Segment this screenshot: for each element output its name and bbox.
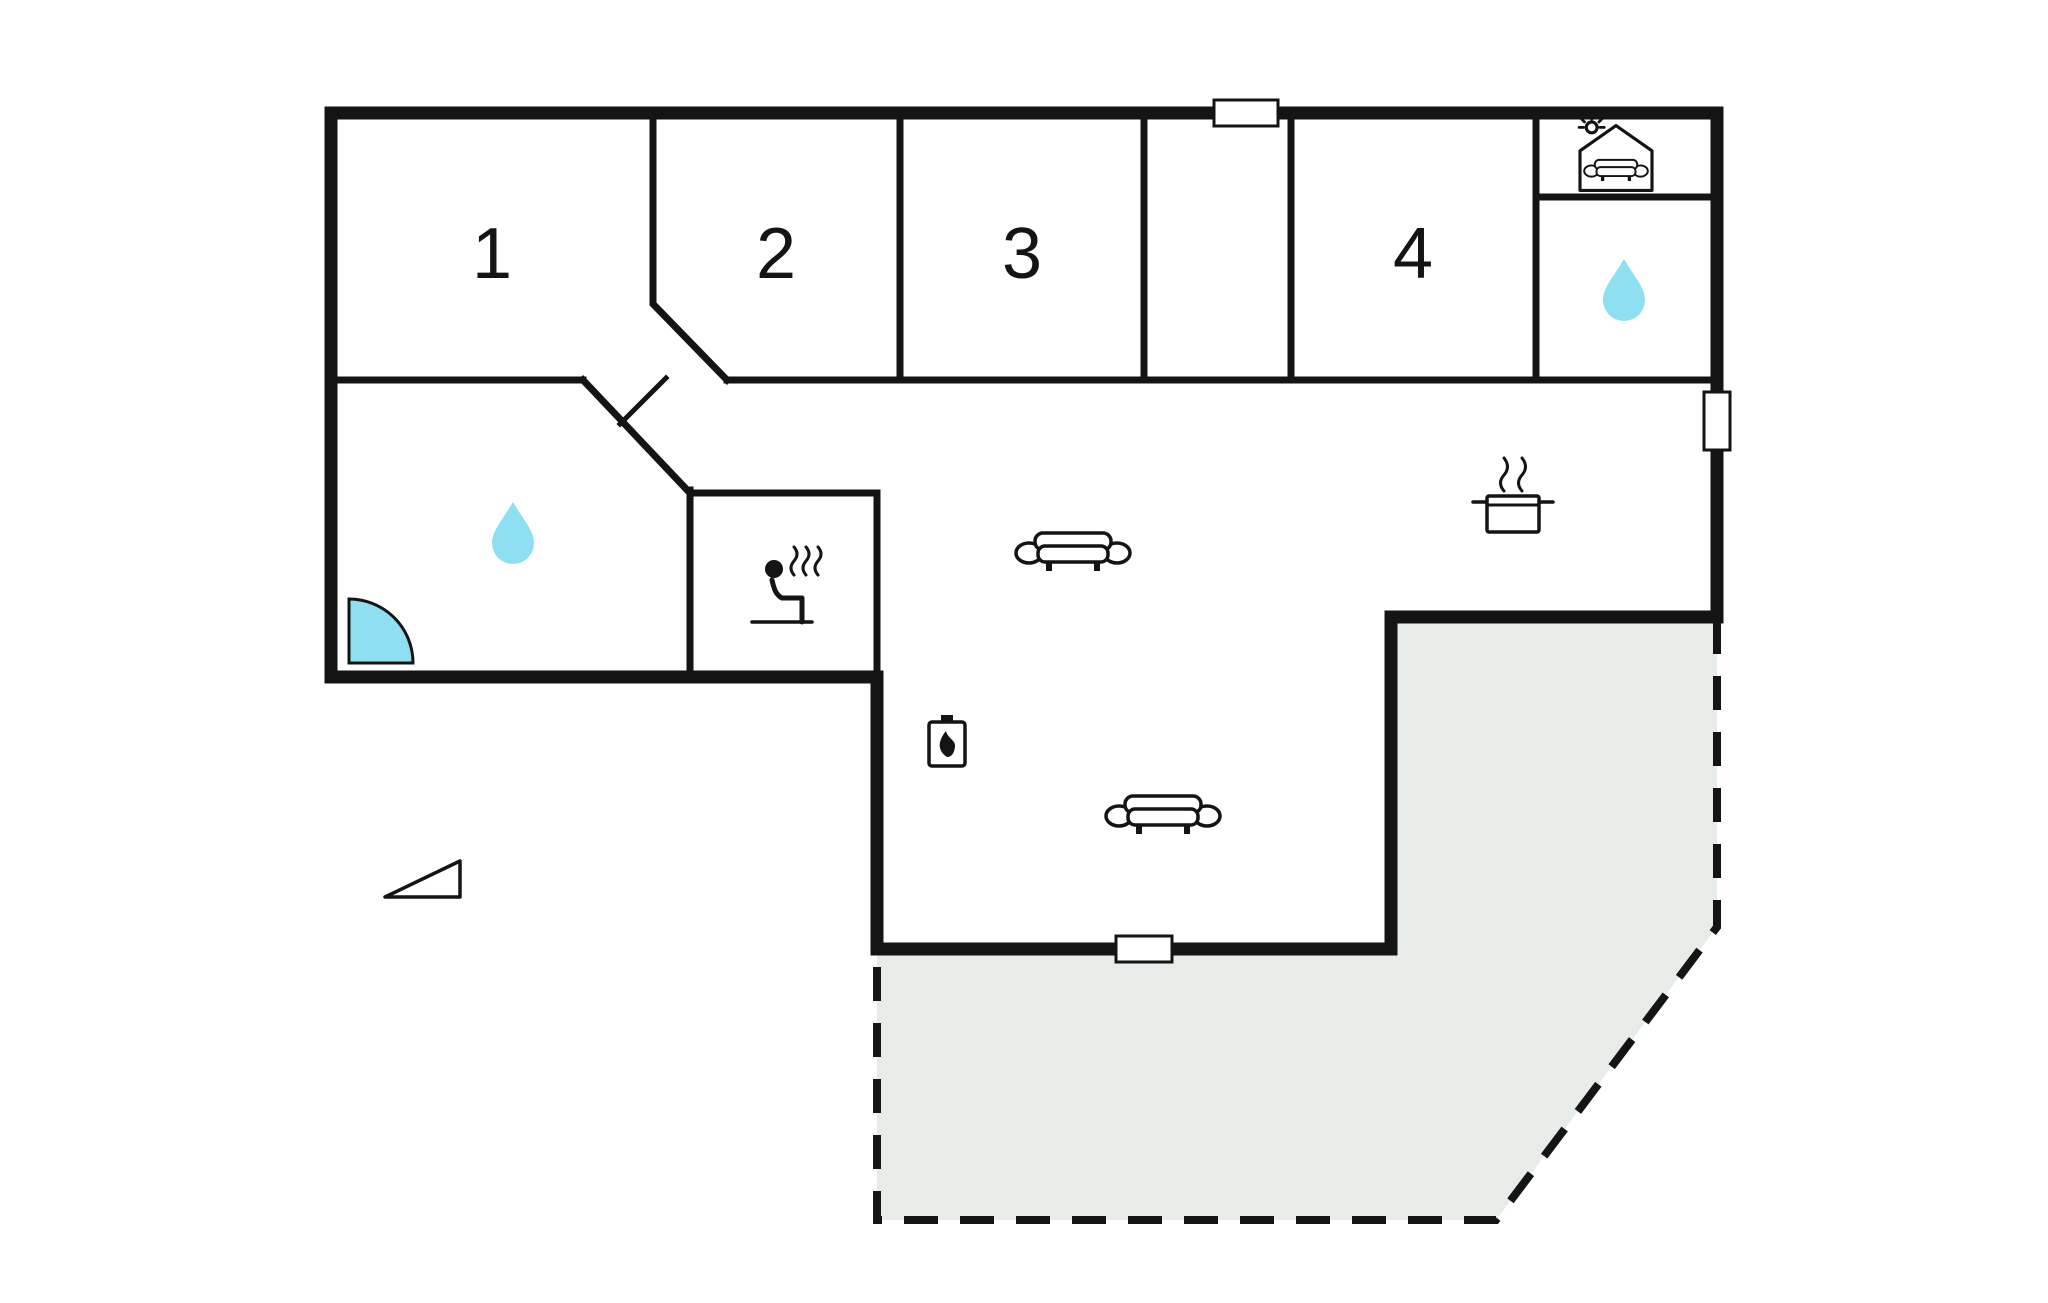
water-drop-icon [492, 502, 534, 564]
wall-bath-diagonal [578, 375, 695, 498]
walls [324, 106, 1724, 956]
door-swing-icon [347, 597, 415, 665]
room-3-label: 3 [1002, 214, 1042, 294]
wood-stove-icon [927, 715, 967, 768]
terrace-dashed-border [873, 620, 1721, 1224]
wall-room1-room2 [649, 109, 732, 385]
outer-wall [324, 106, 1724, 956]
door-leaf [616, 374, 670, 428]
window-marker [1212, 98, 1280, 128]
triangle-marker-icon [383, 859, 462, 899]
window-marker [1702, 390, 1732, 452]
sofa-icon [1104, 794, 1222, 836]
sun-icon [1577, 113, 1606, 135]
window-marker [1114, 934, 1174, 964]
water-drop-icon [1603, 259, 1645, 321]
sauna-icon [750, 545, 823, 625]
cooking-pot-icon [1471, 456, 1555, 534]
annex-sofa-icon [1577, 113, 1654, 192]
sofa-icon [1014, 531, 1132, 573]
room-4-label: 4 [1393, 214, 1433, 294]
terrace-area [877, 617, 1717, 1220]
room-1-label: 1 [472, 214, 512, 294]
room-2-label: 2 [756, 214, 796, 294]
